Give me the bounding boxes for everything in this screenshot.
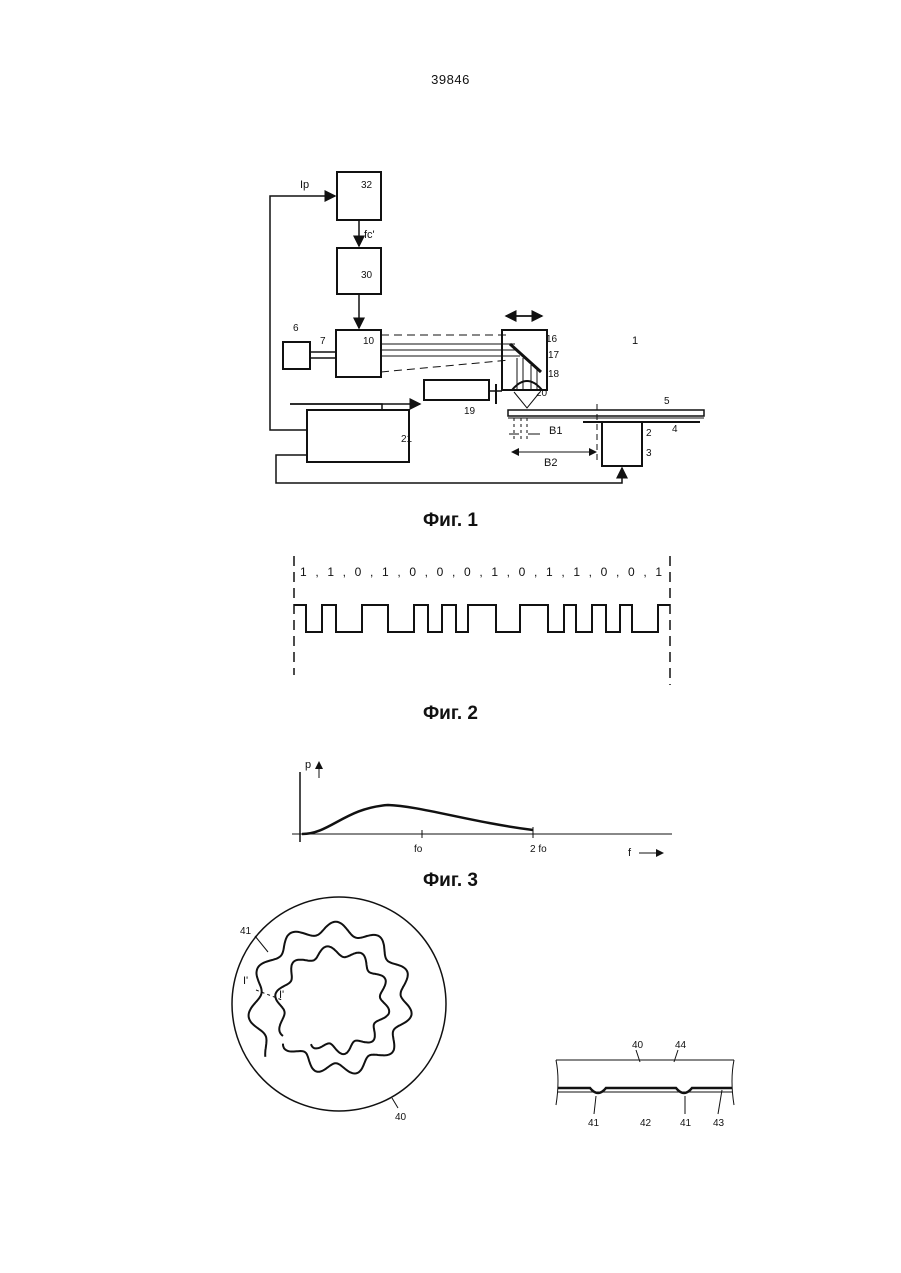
label-43: 43	[713, 1118, 725, 1129]
block-10	[336, 330, 381, 377]
block-21	[307, 410, 409, 462]
label-7: 7	[320, 336, 326, 347]
label-20: 20	[536, 388, 548, 399]
label-ip: Ip	[300, 179, 309, 191]
label-30: 30	[361, 270, 373, 281]
label-17: 17	[548, 350, 560, 361]
figure-3-caption: Фиг. 3	[0, 870, 901, 892]
label-1: 1	[632, 335, 638, 347]
label-18: 18	[548, 369, 560, 380]
figure-4-disc	[232, 897, 446, 1111]
bit-sequence: 1 , 1 , 0 , 1 , 0 , 0 , 0 , 1 , 0 , 1 , …	[300, 565, 662, 579]
label-40: 40	[395, 1112, 407, 1123]
block-19	[424, 380, 489, 400]
label-21: 21	[401, 434, 413, 445]
block-32	[337, 172, 381, 220]
label-6: 6	[293, 323, 299, 334]
figure-3-labels: p fo 2 fo f	[305, 759, 632, 859]
figure-1-caption: Фиг. 1	[0, 510, 901, 532]
label-40b: 40	[632, 1040, 644, 1051]
label-41b: 41	[588, 1118, 600, 1129]
figure-4-labels: 41 I' I' 40	[240, 926, 407, 1123]
label-19: 19	[464, 406, 476, 417]
figure-5-labels: 40 44 41 42 41 43	[588, 1040, 725, 1129]
block-6	[283, 342, 310, 369]
label-5: 5	[664, 396, 670, 407]
label-32: 32	[361, 180, 373, 191]
label-f: f	[628, 847, 632, 859]
label-p: p	[305, 759, 311, 771]
label-b1: B1	[549, 425, 562, 437]
figure-1-labels: Ip fc' 32 30 10 6 7 16 17 18 19 20 21 1 …	[293, 179, 678, 469]
label-b2: B2	[544, 457, 557, 469]
label-10: 10	[363, 336, 375, 347]
block-30	[337, 248, 381, 294]
label-4: 4	[672, 424, 678, 435]
block-3	[602, 422, 642, 466]
figure-5-section	[556, 1050, 734, 1114]
label-fc: fc'	[364, 229, 375, 241]
label-i1: I'	[243, 975, 248, 987]
label-44: 44	[675, 1040, 687, 1051]
label-3: 3	[646, 448, 652, 459]
label-42: 42	[640, 1118, 652, 1129]
label-41c: 41	[680, 1118, 692, 1129]
label-16: 16	[546, 334, 558, 345]
label-2fo: 2 fo	[530, 844, 547, 855]
figure-3-graph	[292, 762, 672, 853]
figure-1-diagram	[270, 172, 704, 483]
label-i2: I'	[279, 989, 284, 1001]
label-41: 41	[240, 926, 252, 937]
label-fo: fo	[414, 844, 423, 855]
figure-2-caption: Фиг. 2	[0, 703, 901, 725]
label-2: 2	[646, 428, 652, 439]
